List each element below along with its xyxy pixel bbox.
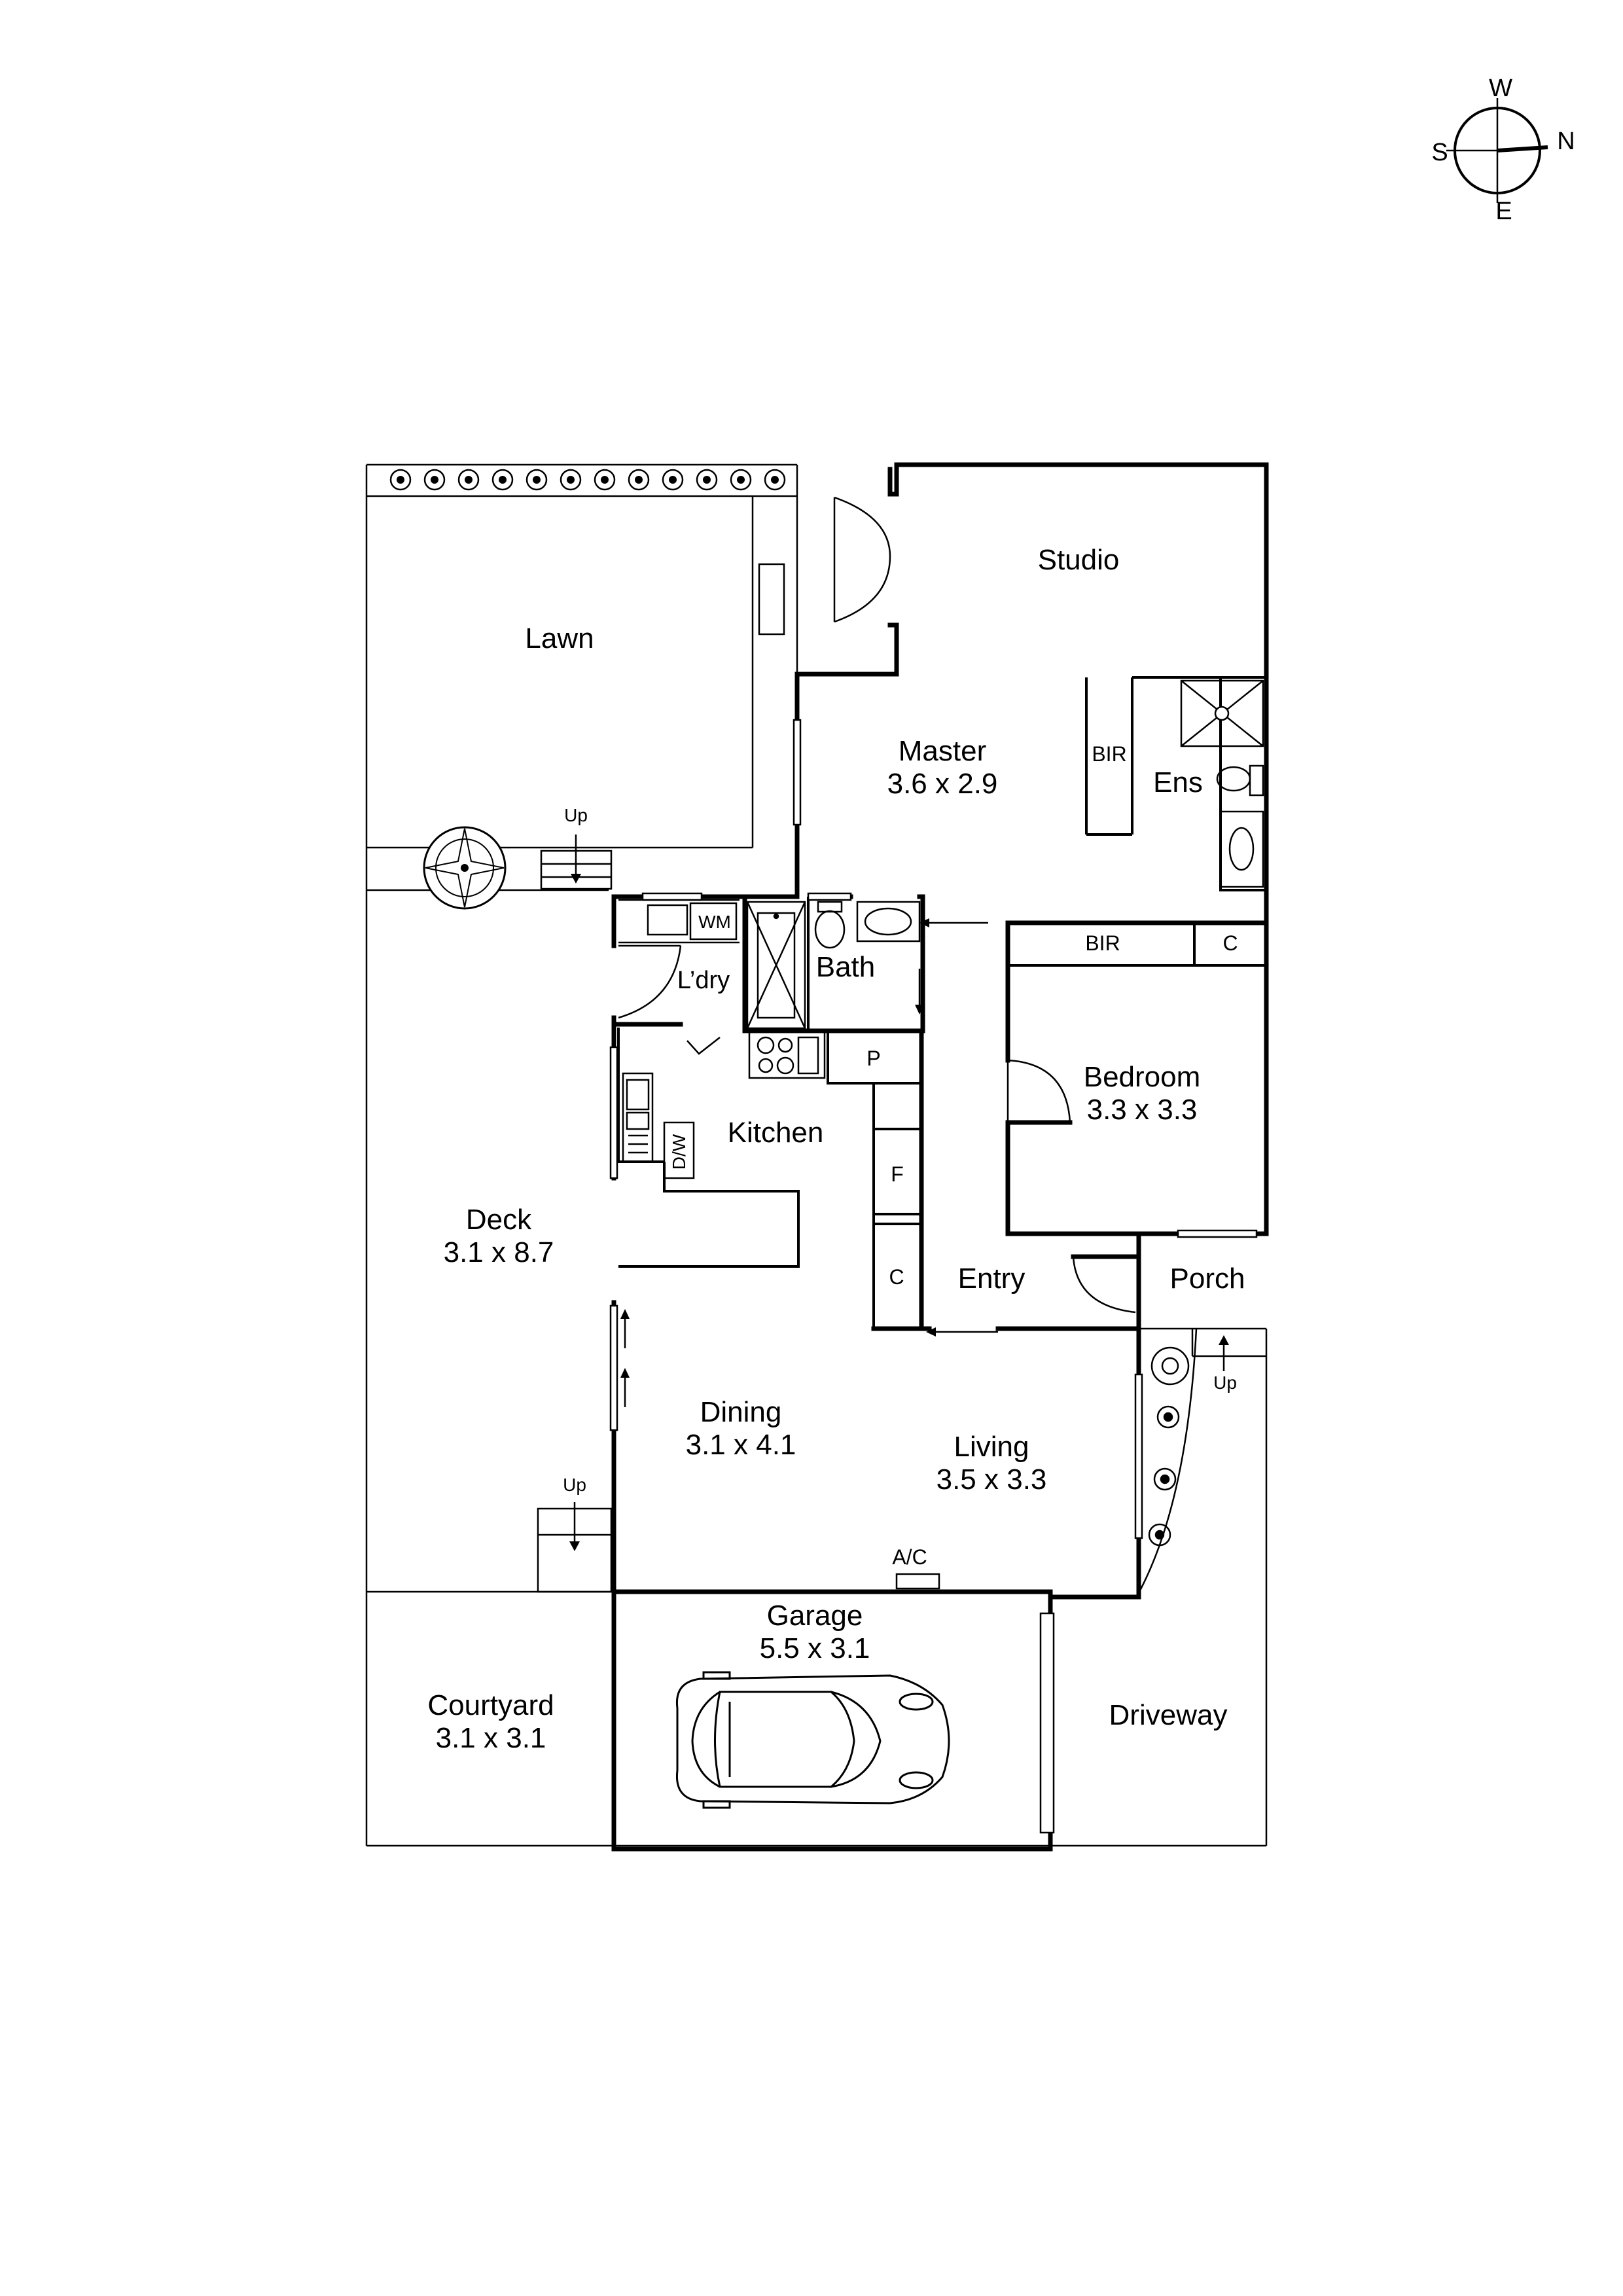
appliance-fridge: F xyxy=(891,1162,904,1186)
room-courtyard-name: Courtyard xyxy=(427,1689,554,1721)
room-bedroom-bir: BIR xyxy=(1085,931,1120,955)
step-up-deck: Up xyxy=(563,1475,586,1495)
room-master-bir: BIR xyxy=(1092,742,1126,766)
room-bedroom-name: Bedroom xyxy=(1084,1061,1201,1093)
room-living-name: Living xyxy=(954,1431,1029,1463)
room-deck-size: 3.1 x 8.7 xyxy=(444,1236,554,1268)
windows xyxy=(609,719,1258,1834)
car-icon xyxy=(675,1671,950,1809)
compass-w: W xyxy=(1489,75,1512,102)
room-bath-name: Bath xyxy=(816,951,876,983)
garden-shrubs xyxy=(1148,1346,1190,1547)
room-laundry-name: L’dry xyxy=(677,967,730,994)
room-courtyard-size: 3.1 x 3.1 xyxy=(436,1722,546,1754)
room-kitchen-name: Kitchen xyxy=(728,1117,824,1149)
room-ensuite-name: Ens xyxy=(1153,766,1203,798)
room-bedroom-size: 3.3 x 3.3 xyxy=(1087,1094,1198,1126)
room-deck-name: Deck xyxy=(466,1204,532,1236)
room-entry-cupboard: C xyxy=(889,1265,904,1289)
room-driveway-name: Driveway xyxy=(1109,1699,1228,1731)
compass-n: N xyxy=(1557,128,1575,155)
appliance-dw: D/W xyxy=(669,1134,689,1170)
appliance-wm: WM xyxy=(698,912,731,932)
compass-rose: W S N E xyxy=(1431,75,1575,225)
steps-lawn xyxy=(540,834,613,890)
room-garage-name: Garage xyxy=(767,1600,863,1632)
room-master-name: Master xyxy=(899,735,986,767)
interior-walls xyxy=(617,676,1266,1331)
exterior-walls xyxy=(611,462,1269,1852)
compass-e: E xyxy=(1495,198,1512,225)
tree-icon xyxy=(423,826,507,910)
fixtures xyxy=(622,679,1264,1590)
steps-porch xyxy=(1219,1335,1229,1371)
site-boundary xyxy=(365,463,1268,1847)
appliance-ac: A/C xyxy=(892,1545,927,1569)
room-dining-name: Dining xyxy=(700,1396,782,1428)
room-garage-size: 5.5 x 3.1 xyxy=(760,1632,870,1664)
door-arrows xyxy=(620,918,998,1378)
hedge-shrubs xyxy=(389,469,786,491)
room-master-size: 3.6 x 2.9 xyxy=(887,768,998,800)
compass-s: S xyxy=(1431,139,1448,166)
room-entry-name: Entry xyxy=(958,1263,1026,1295)
doors xyxy=(618,496,1136,1407)
step-up-lawn: Up xyxy=(564,805,588,825)
step-up-porch: Up xyxy=(1213,1372,1237,1393)
planter-box xyxy=(758,563,785,636)
room-pantry: P xyxy=(866,1047,880,1070)
room-bedroom-cupboard: C xyxy=(1222,931,1238,955)
room-porch-name: Porch xyxy=(1170,1263,1245,1295)
steps-deck xyxy=(537,1502,613,1593)
room-dining-size: 3.1 x 4.1 xyxy=(686,1429,796,1461)
room-studio-name: Studio xyxy=(1038,544,1120,576)
room-living-size: 3.5 x 3.3 xyxy=(936,1463,1047,1496)
room-lawn-name: Lawn xyxy=(525,622,594,655)
